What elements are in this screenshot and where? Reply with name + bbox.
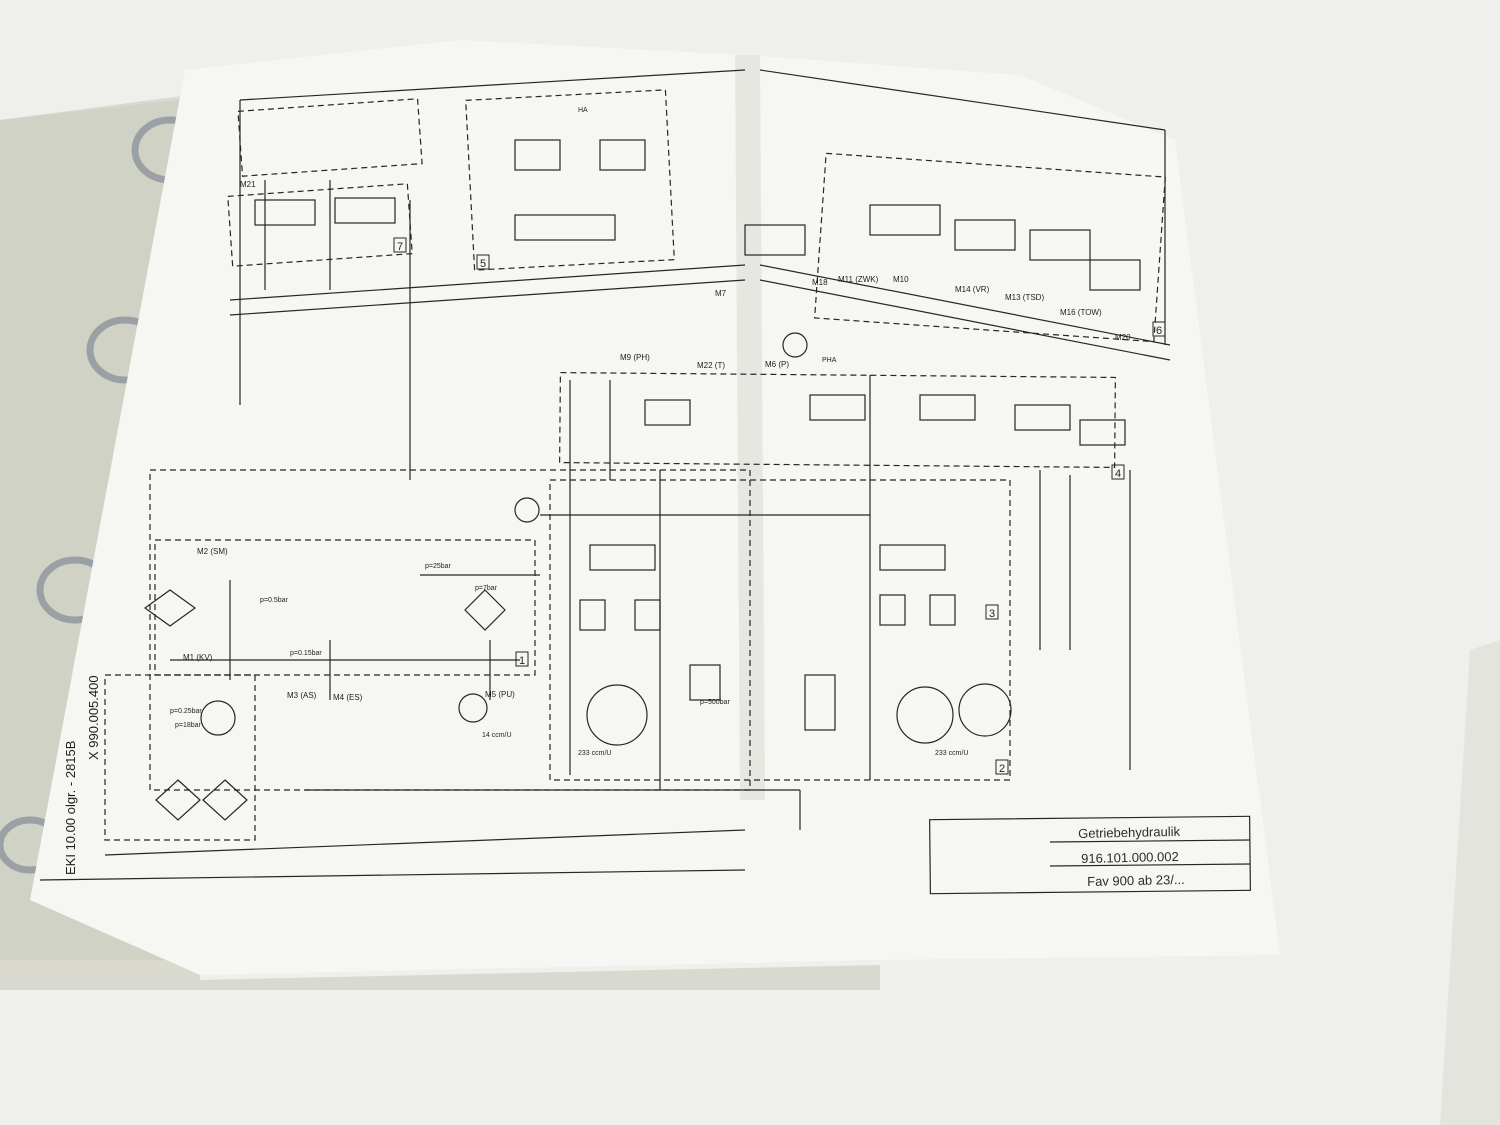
label-m13: M13 (TSD): [1005, 293, 1044, 302]
label-m10: M10: [893, 275, 909, 284]
annotation-p-015: p=0.15bar: [290, 650, 322, 657]
label-m6: M6 (P): [765, 360, 789, 369]
label-m14: M14 (VR): [955, 285, 990, 294]
section-number-3: 3: [989, 608, 995, 620]
section-number-markers: 1 2 3 4 5 6 7: [393, 237, 1166, 775]
label-m5: M5 (PU): [485, 690, 515, 699]
title-block: [929, 815, 1251, 895]
module-box-4: [559, 371, 1116, 469]
label-m9: M9 (PH): [620, 353, 650, 362]
filter-symbols: [143, 589, 506, 821]
measuring-point-labels: M1 (KV) M2 (SM) M3 (AS) M4 (ES) M5 (PU) …: [183, 180, 1131, 702]
annotation-displacement-14: 14 ccm/U: [482, 732, 512, 739]
label-m11: M11 (ZWK): [838, 275, 879, 284]
label-m22: M22 (T): [697, 361, 725, 370]
page-gutter: [735, 55, 765, 800]
annotation-displacement-233: 233 ccm/U: [578, 750, 611, 757]
label-m21: M21: [240, 180, 256, 189]
valve-blocks-middle: [644, 394, 1126, 446]
label-m16: M16 (TOW): [1060, 308, 1102, 317]
annotation-p-500: p=500bar: [700, 699, 730, 706]
module-box-top-left: [237, 98, 423, 177]
label-m2: M2 (SM): [197, 547, 228, 556]
label-m20: M20: [1115, 333, 1131, 342]
label-m1: M1 (KV): [183, 653, 213, 662]
loose-sheet: [1440, 640, 1500, 1125]
annotation-p-18: p=18bar: [175, 722, 202, 729]
drawing-model: Fav 900 ab 23/...: [1087, 871, 1185, 889]
valve-blocks-upper: [254, 139, 1141, 291]
annotation-p-7: p=7bar: [475, 585, 498, 592]
annotation-p-05: p=0.5bar: [260, 597, 288, 604]
section-number-6: 6: [1156, 325, 1162, 337]
annotation-p-025: p=0.25bar: [170, 708, 202, 715]
module-box-pump: [104, 674, 256, 841]
margin-edition-label: EKI 10.00 olgr. - 2815B: [63, 740, 78, 875]
annotation-p-25: p=25bar: [425, 563, 452, 570]
section-number-2: 2: [999, 763, 1005, 775]
annotation-ha: HA: [578, 107, 588, 114]
pipe-lines: [170, 180, 1131, 830]
annotation-displacement-233b: 233 ccm/U: [935, 750, 968, 757]
pump-motor-symbols: [200, 332, 1012, 746]
module-box-5: [465, 89, 675, 271]
label-m18: M18: [812, 278, 828, 287]
valve-blocks-lower: [579, 544, 956, 731]
paper-pages: [30, 40, 1280, 975]
module-box-6: [813, 152, 1166, 343]
margin-document-number: X 990.005.400: [86, 675, 101, 760]
schematic-annotations: PHA HA 233 ccm/U 233 ccm/U 14 ccm/U p=0.…: [170, 107, 968, 757]
module-box-2-3: [549, 479, 1011, 781]
drawing-number: 916.101.000.002: [1081, 848, 1179, 866]
section-number-5: 5: [480, 258, 486, 270]
label-m4: M4 (ES): [333, 693, 363, 702]
section-number-4: 4: [1115, 468, 1121, 480]
label-m3: M3 (AS): [287, 691, 317, 700]
annotation-pha: PHA: [822, 357, 837, 364]
section-number-7: 7: [397, 241, 403, 253]
section-number-1: 1: [519, 655, 525, 667]
drawing-title: Getriebehydraulik: [1078, 823, 1181, 841]
label-m7: M7: [715, 289, 727, 298]
hydraulic-schematic: [39, 69, 1171, 881]
module-box-1: [154, 539, 536, 676]
